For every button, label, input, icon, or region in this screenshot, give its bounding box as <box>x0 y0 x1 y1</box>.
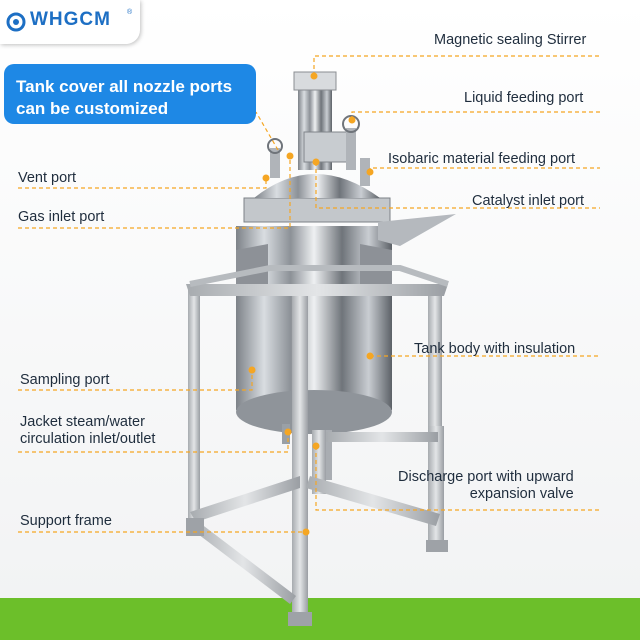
valve-handle-a <box>267 138 283 154</box>
label-support-frame: Support frame <box>20 513 112 529</box>
nozzle-b <box>346 128 356 170</box>
brand-logo-text: WHGCM <box>30 9 111 30</box>
callout-box <box>4 64 256 124</box>
leader-callout <box>255 111 279 151</box>
frame-top-back <box>189 265 449 287</box>
tank-cover <box>254 174 380 198</box>
label-gas-inlet: Gas inlet port <box>18 209 105 225</box>
valve-handle-b <box>342 115 360 133</box>
label-sampling-port: Sampling port <box>20 372 110 388</box>
frame-leg-back-left <box>188 288 200 528</box>
label-catalyst-inlet: Catalyst inlet port <box>472 193 585 209</box>
nozzle-c <box>360 158 370 186</box>
frame-lower-left <box>190 476 300 522</box>
grass-ground <box>0 598 640 640</box>
frame-top <box>186 284 448 296</box>
leader-catalyst-inlet <box>315 162 600 209</box>
frame-leg-front-left <box>292 296 308 622</box>
leader-discharge-port <box>315 446 600 511</box>
brand-registered-mark: ® <box>127 9 133 16</box>
tank-flange <box>243 197 391 223</box>
label-isobaric-feeding: Isobaric material feeding port <box>388 151 575 167</box>
frame-foot-left <box>186 518 204 536</box>
frame-bottom-bar-right <box>326 432 438 442</box>
leader-dots <box>248 72 374 536</box>
stirrer-housing <box>303 131 349 163</box>
frame-foot-front <box>288 612 312 626</box>
leader-magnetic-stirrer <box>313 55 600 76</box>
leader-jacket-circulation <box>18 432 289 453</box>
label-jacket-circulation: Jacket steam/water circulation inlet/out… <box>20 414 156 447</box>
callout-text: Tank cover all nozzle ports can be custo… <box>16 77 233 118</box>
frame-lower-right <box>306 476 440 526</box>
side-shelf <box>378 214 456 246</box>
frame-foot-right <box>426 540 448 552</box>
label-magnetic-stirrer: Magnetic sealing Stirrer <box>434 32 587 48</box>
label-vent-port: Vent port <box>18 170 77 186</box>
stirrer-motor <box>293 71 337 91</box>
nozzle-a <box>270 148 280 178</box>
label-tank-body: Tank body with insulation <box>414 341 576 357</box>
label-discharge-port: Discharge port with upward expansion val… <box>398 469 574 502</box>
leader-sampling-port <box>18 370 253 391</box>
brand-logo: WHGCM ® <box>0 0 140 44</box>
support-lug-left <box>236 244 268 290</box>
label-liquid-feeding: Liquid feeding port <box>464 90 584 106</box>
logo-wheel-icon <box>6 12 26 32</box>
tank-bottom-head <box>236 390 392 434</box>
frame-lower-cross <box>190 520 296 604</box>
tank-body <box>236 226 392 425</box>
